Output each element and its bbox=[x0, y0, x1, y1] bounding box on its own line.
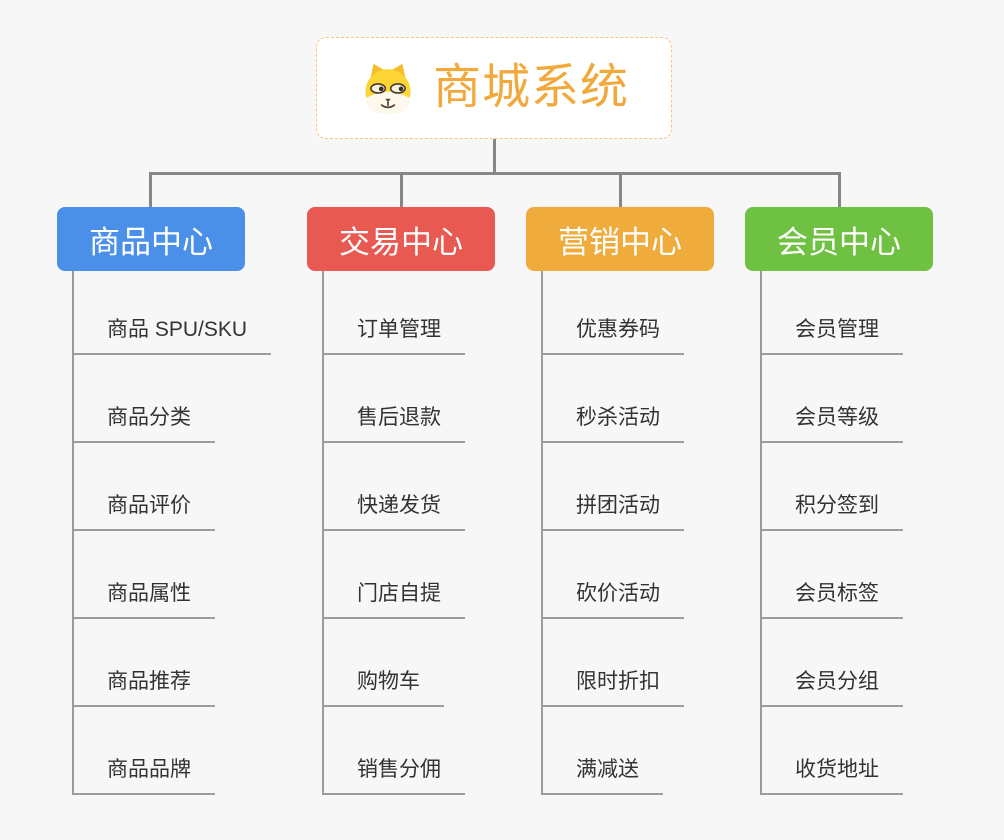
mindmap-item[interactable]: 会员分组 bbox=[762, 619, 903, 707]
branch-items-trade-center: 订单管理 售后退款 快递发货 门店自提 购物车 销售分佣 bbox=[322, 271, 465, 795]
branch-node-product-center[interactable]: 商品中心 bbox=[57, 207, 245, 271]
mindmap-item[interactable]: 会员等级 bbox=[762, 355, 903, 443]
mindmap-item[interactable]: 收货地址 bbox=[762, 707, 903, 795]
mindmap-item[interactable]: 商品分类 bbox=[74, 355, 215, 443]
mindmap-item[interactable]: 购物车 bbox=[324, 619, 444, 707]
mindmap-item[interactable]: 商品属性 bbox=[74, 531, 215, 619]
mindmap-item[interactable]: 售后退款 bbox=[324, 355, 465, 443]
mindmap-item[interactable]: 秒杀活动 bbox=[543, 355, 684, 443]
mindmap-item[interactable]: 拼团活动 bbox=[543, 443, 684, 531]
connector-drop-2 bbox=[400, 174, 403, 207]
mindmap-item[interactable]: 门店自提 bbox=[324, 531, 465, 619]
connector-root-trunk bbox=[493, 139, 496, 174]
connector-drop-4 bbox=[838, 174, 841, 207]
mindmap-item[interactable]: 商品品牌 bbox=[74, 707, 215, 795]
root-node[interactable]: 商城系统 bbox=[316, 37, 672, 139]
mindmap-item[interactable]: 商品评价 bbox=[74, 443, 215, 531]
root-title: 商城系统 bbox=[432, 61, 629, 114]
mindmap-item[interactable]: 会员管理 bbox=[762, 271, 903, 355]
mindmap-item[interactable]: 满减送 bbox=[543, 707, 663, 795]
mindmap-item[interactable]: 销售分佣 bbox=[324, 707, 465, 795]
shiba-dog-icon bbox=[359, 61, 417, 115]
branch-node-marketing-center[interactable]: 营销中心 bbox=[526, 207, 714, 271]
mindmap-item[interactable]: 砍价活动 bbox=[543, 531, 684, 619]
branch-node-member-center[interactable]: 会员中心 bbox=[745, 207, 933, 271]
mindmap-item[interactable]: 商品 SPU/SKU bbox=[74, 271, 272, 355]
connector-rail bbox=[149, 172, 841, 175]
branch-items-product-center: 商品 SPU/SKU 商品分类 商品评价 商品属性 商品推荐 商品品牌 bbox=[72, 271, 272, 795]
connector-drop-1 bbox=[149, 174, 152, 207]
connector-drop-3 bbox=[619, 174, 622, 207]
mindmap-item[interactable]: 订单管理 bbox=[324, 271, 465, 355]
mindmap-item[interactable]: 限时折扣 bbox=[543, 619, 684, 707]
mindmap-item[interactable]: 商品推荐 bbox=[74, 619, 215, 707]
branch-items-member-center: 会员管理 会员等级 积分签到 会员标签 会员分组 收货地址 bbox=[760, 271, 903, 795]
mindmap-item[interactable]: 会员标签 bbox=[762, 531, 903, 619]
mindmap-item[interactable]: 积分签到 bbox=[762, 443, 903, 531]
branch-node-trade-center[interactable]: 交易中心 bbox=[307, 207, 495, 271]
branch-items-marketing-center: 优惠券码 秒杀活动 拼团活动 砍价活动 限时折扣 满减送 bbox=[541, 271, 684, 795]
mindmap-item[interactable]: 优惠券码 bbox=[543, 271, 684, 355]
mindmap-item[interactable]: 快递发货 bbox=[324, 443, 465, 531]
